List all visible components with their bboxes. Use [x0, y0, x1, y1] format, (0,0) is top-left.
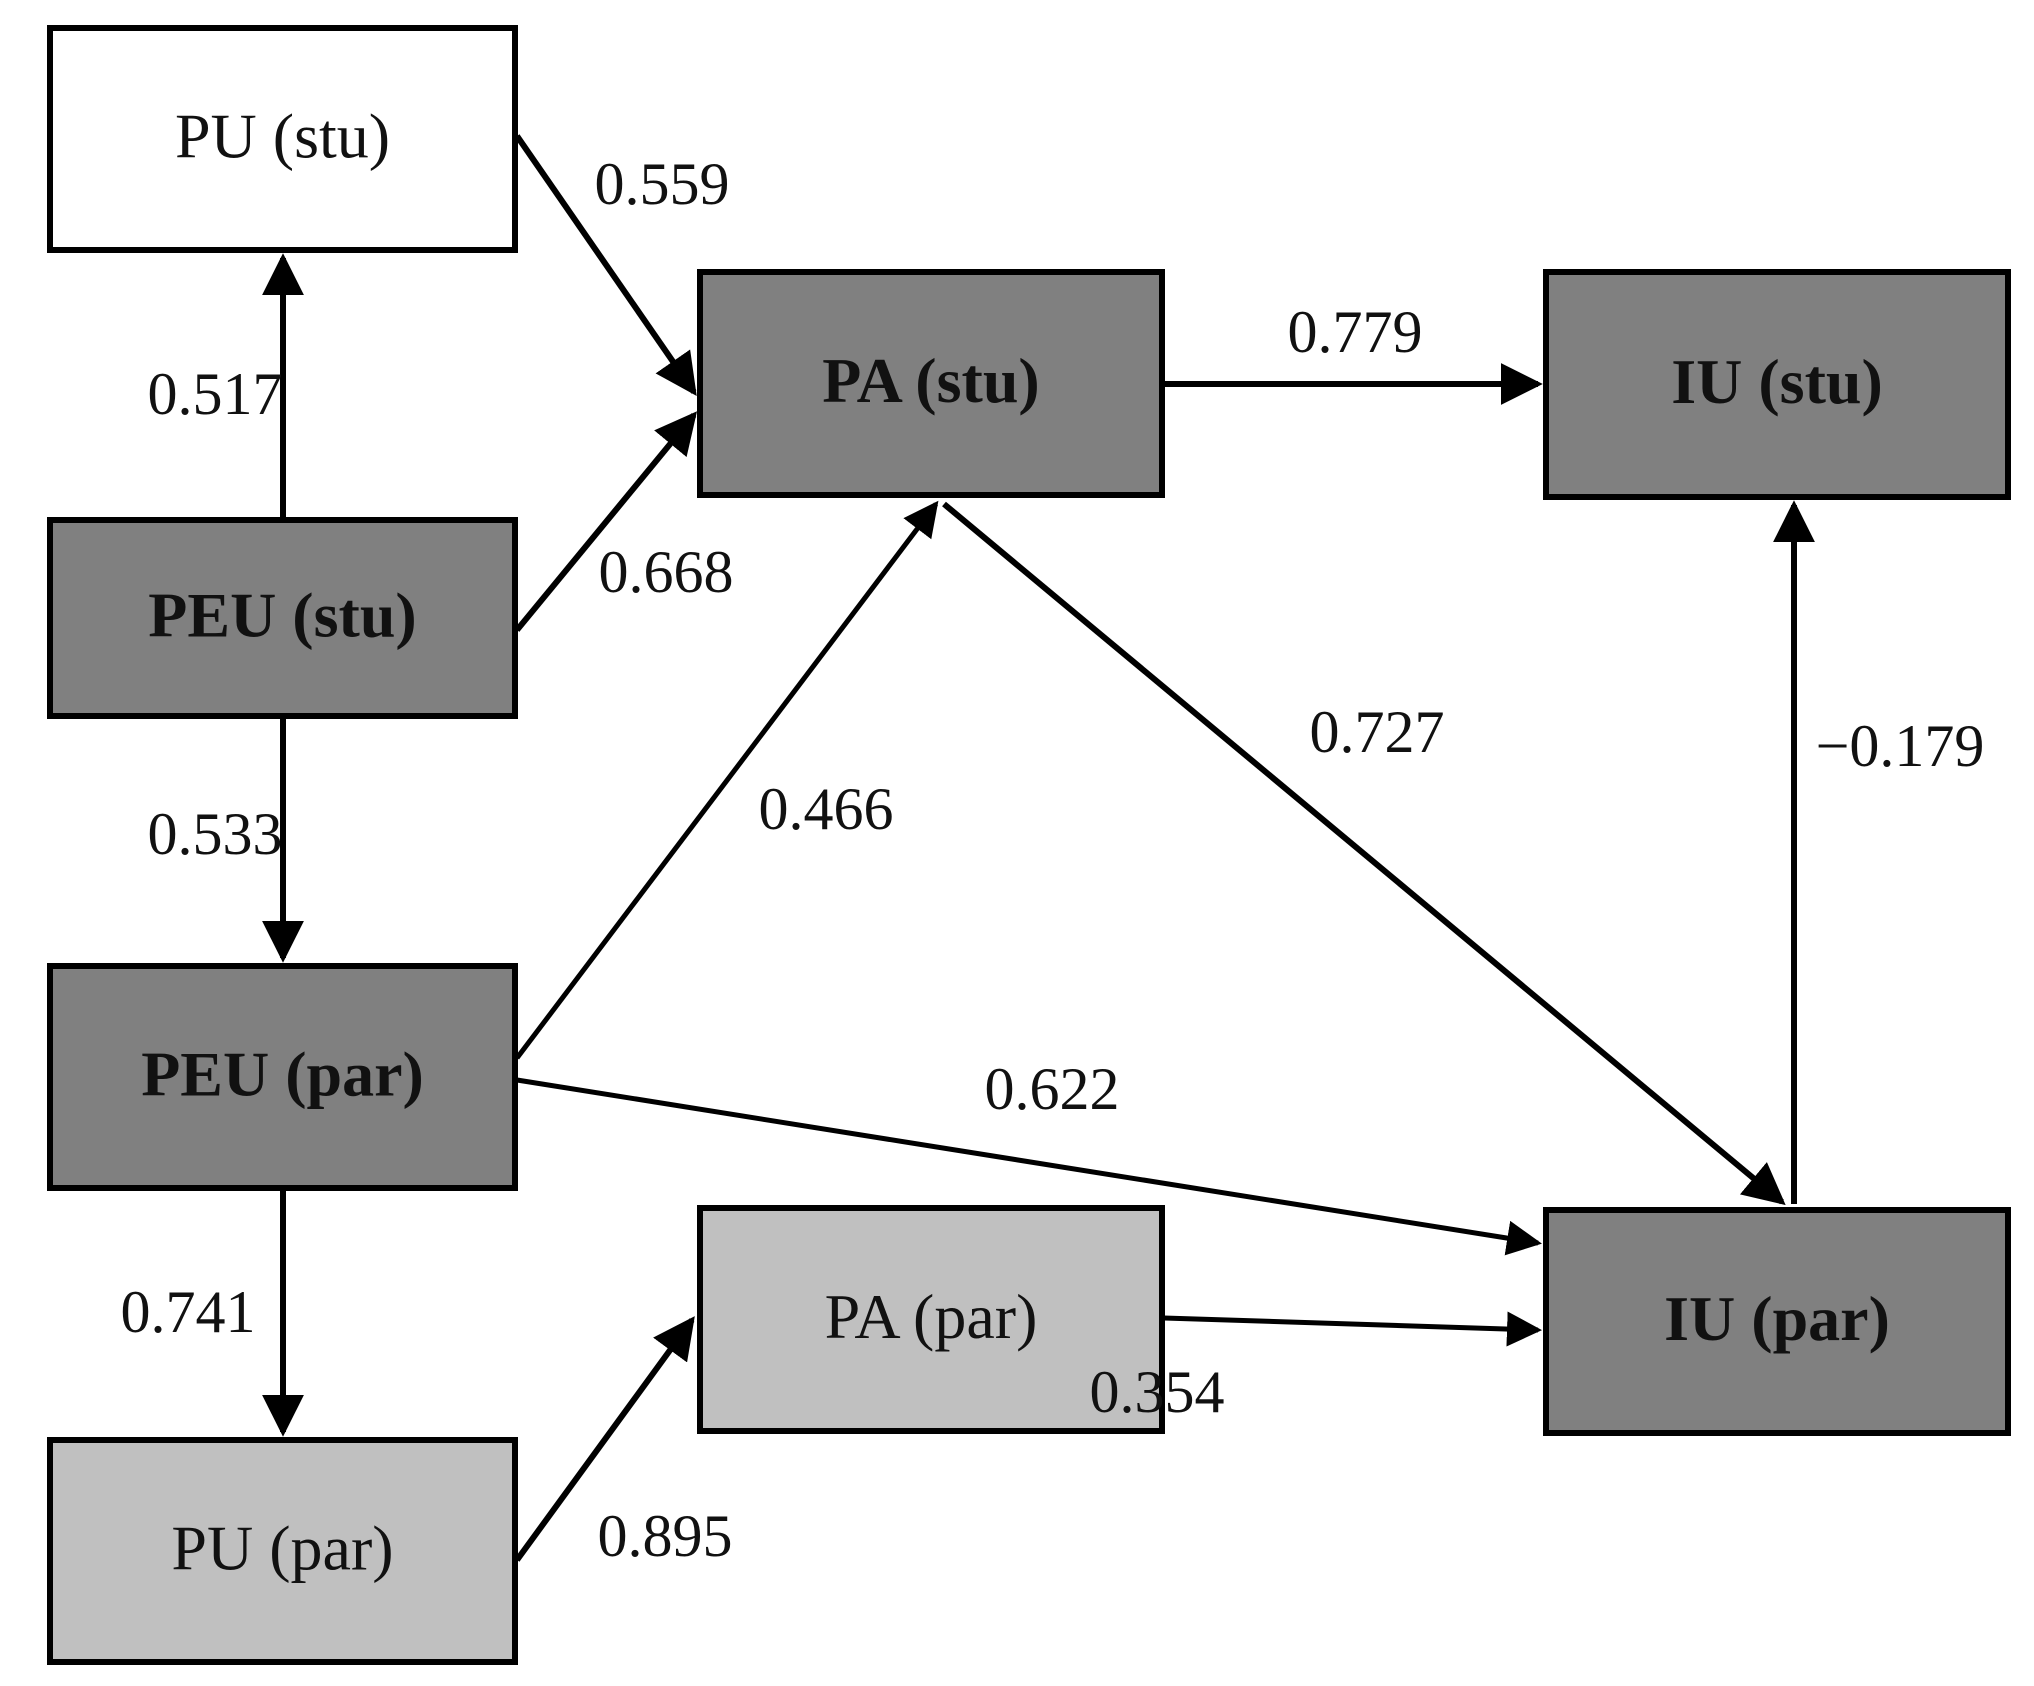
node-box-peu_stu[interactable] [47, 517, 518, 719]
node-iu_par[interactable]: IU (par) [1543, 1207, 2011, 1436]
node-box-pu_par[interactable] [47, 1437, 518, 1665]
edge-pu_par-to-pa_par [514, 1316, 695, 1562]
node-box-pu_stu[interactable] [47, 25, 518, 253]
node-pa_par[interactable]: PA (par) [697, 1205, 1165, 1434]
node-label-peu_par: PEU (par) [141, 1039, 424, 1110]
node-pu_par[interactable]: PU (par) [47, 1437, 518, 1665]
edge-label-peu_par-to-pa_stu: 0.466 [759, 776, 894, 842]
node-iu_stu[interactable]: IU (stu) [1543, 269, 2011, 500]
edge-label-iu_par-to-iu_stu: −0.179 [1816, 713, 1985, 779]
node-box-pa_par[interactable] [697, 1205, 1165, 1434]
node-pa_stu[interactable]: PA (stu) [697, 269, 1165, 498]
edge-labels-group: 0.517 0.559 0.668 0.533 0.466 0.622 0.741 0.779… [121, 151, 1985, 1569]
edge-label-peu_par-to-pu_par: 0.741 [121, 1279, 256, 1345]
node-label-iu_stu: IU (stu) [1671, 346, 1883, 417]
edge-label-pu_stu-to-pa_stu: 0.559 [595, 151, 730, 217]
edge-label-pu_par-to-pa_par: 0.895 [598, 1503, 733, 1569]
node-box-peu_par[interactable] [47, 963, 518, 1191]
edge-label-peu_stu-to-peu_par: 0.533 [148, 801, 283, 867]
edge-label-pa_stu-to-iu_par: 0.727 [1310, 699, 1445, 765]
edges-group [262, 134, 1815, 1562]
edge-label-peu_stu-to-pu_stu: 0.517 [148, 361, 283, 427]
edge-peu_par-to-pa_stu [515, 500, 939, 1060]
node-box-iu_stu[interactable] [1543, 269, 2011, 500]
node-label-pa_par: PA (par) [825, 1281, 1038, 1352]
node-label-peu_stu: PEU (stu) [148, 580, 416, 651]
node-box-pa_stu[interactable] [697, 269, 1165, 498]
edge-pa_par-to-iu_par [1163, 1311, 1542, 1347]
node-box-iu_par[interactable] [1543, 1207, 2011, 1436]
edge-pa_stu-to-iu_par [942, 501, 1786, 1206]
node-label-pu_par: PU (par) [171, 1513, 393, 1584]
node-label-iu_par: IU (par) [1664, 1283, 1890, 1354]
nodes-group: PU (stu) PEU (stu) PEU (par) PU (par) PA (st… [47, 25, 2011, 1665]
node-peu_stu[interactable]: PEU (stu) [47, 517, 518, 719]
node-label-pa_stu: PA (stu) [822, 345, 1039, 416]
edge-label-pa_stu-to-iu_stu: 0.779 [1288, 299, 1423, 365]
node-label-pu_stu: PU (stu) [175, 101, 390, 172]
edge-label-peu_stu-to-pa_stu: 0.668 [599, 539, 734, 605]
edge-label-peu_par-to-iu_par: 0.622 [985, 1056, 1120, 1122]
node-peu_par[interactable]: PEU (par) [47, 963, 518, 1191]
edge-peu_stu-to-pa_stu [514, 411, 698, 632]
edge-peu_par-to-iu_par [516, 1077, 1542, 1256]
edge-pu_stu-to-pa_stu [514, 134, 697, 396]
edge-label-pa_par-to-iu_par: 0.354 [1090, 1359, 1225, 1425]
node-pu_stu[interactable]: PU (stu) [47, 25, 518, 253]
